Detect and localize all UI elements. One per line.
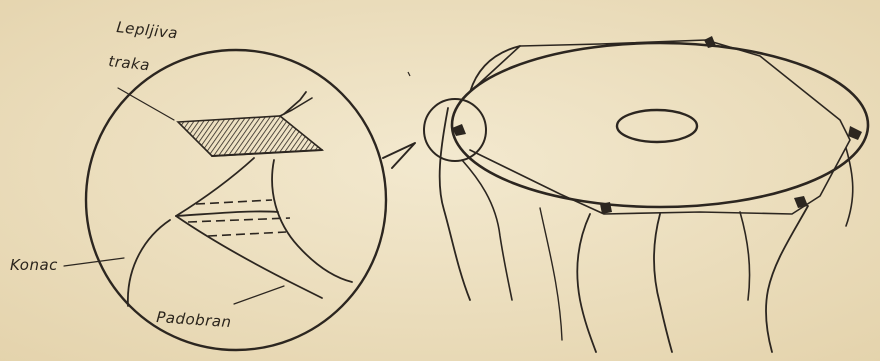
tape-mark-bottom-left (600, 202, 612, 214)
label-thread: Konac (10, 256, 58, 274)
